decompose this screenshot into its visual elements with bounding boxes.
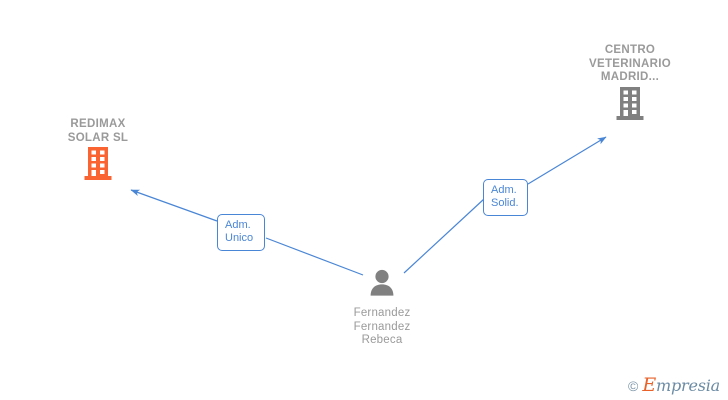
edge-label-adm-solid[interactable]: Adm. Solid. <box>483 179 528 216</box>
edge-unico-to-redimax <box>130 189 218 222</box>
copyright-icon: © <box>628 377 639 394</box>
brand-wordmark: Empresia <box>642 374 720 396</box>
node-label-person: Fernandez Fernandez Rebeca <box>353 307 411 346</box>
node-label-centro-veterinario: CENTRO VETERINARIO MADRID... <box>589 44 671 83</box>
brand-rest: mpresia <box>656 376 720 395</box>
person-node-inner: Fernandez Fernandez Rebeca <box>354 268 411 348</box>
building-icon <box>83 145 113 186</box>
building-icon <box>615 85 645 126</box>
node-person-fernandez-rebeca[interactable]: Fernandez Fernandez Rebeca <box>307 268 457 348</box>
edge-solid-to-centro <box>527 136 607 185</box>
edge-label-adm-unico[interactable]: Adm. Unico <box>217 214 265 251</box>
node-label-redimax: REDIMAX SOLAR SL <box>67 118 129 144</box>
node-company-centro-veterinario[interactable]: CENTRO VETERINARIO MADRID... <box>555 44 705 126</box>
brand-initial: E <box>642 374 656 396</box>
edge-person-to-unico-chip <box>265 237 364 276</box>
person-icon <box>367 268 397 303</box>
watermark-empresia: © Empresia <box>628 374 720 396</box>
edge-person-to-solid-chip <box>403 198 485 274</box>
node-company-redimax[interactable]: REDIMAX SOLAR SL <box>23 118 173 186</box>
